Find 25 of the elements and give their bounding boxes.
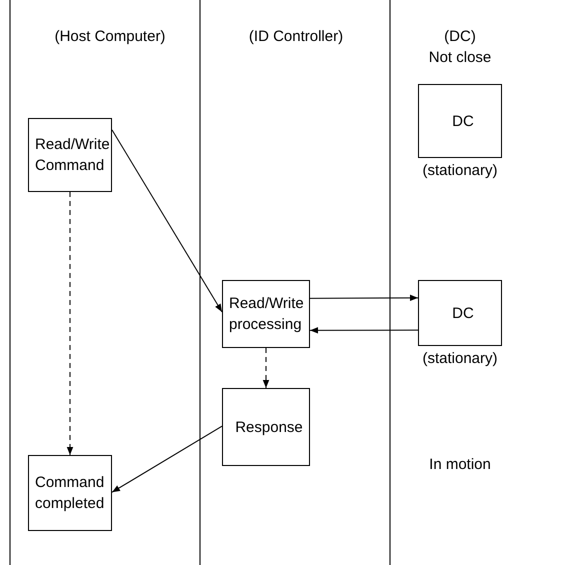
arrow [310, 327, 418, 334]
process-box [28, 118, 112, 192]
lane-heading: (ID Controller) [248, 28, 344, 45]
box-text: DC [451, 112, 474, 132]
process-box [418, 84, 502, 158]
arrow [112, 426, 222, 493]
box-caption: (stationary) [422, 350, 498, 367]
box-text: Command completed [34, 473, 106, 514]
lane-heading: (Host Computer) [54, 28, 166, 45]
process-box [28, 455, 112, 531]
state-label: Not close [428, 49, 492, 66]
process-box [222, 388, 310, 466]
box-text: DC [451, 304, 474, 324]
state-label: In motion [429, 456, 491, 473]
box-caption: (stationary) [422, 162, 498, 179]
box-text: Read/Write processing [228, 294, 305, 335]
process-box [418, 280, 502, 346]
process-box [222, 280, 310, 348]
arrow [112, 129, 222, 312]
arrow [310, 294, 418, 302]
box-text: Read/Write Command [34, 135, 111, 176]
box-text: Response [234, 418, 303, 438]
arrow [66, 192, 74, 456]
lane-heading: (DC) [444, 28, 476, 45]
arrow [262, 348, 270, 388]
